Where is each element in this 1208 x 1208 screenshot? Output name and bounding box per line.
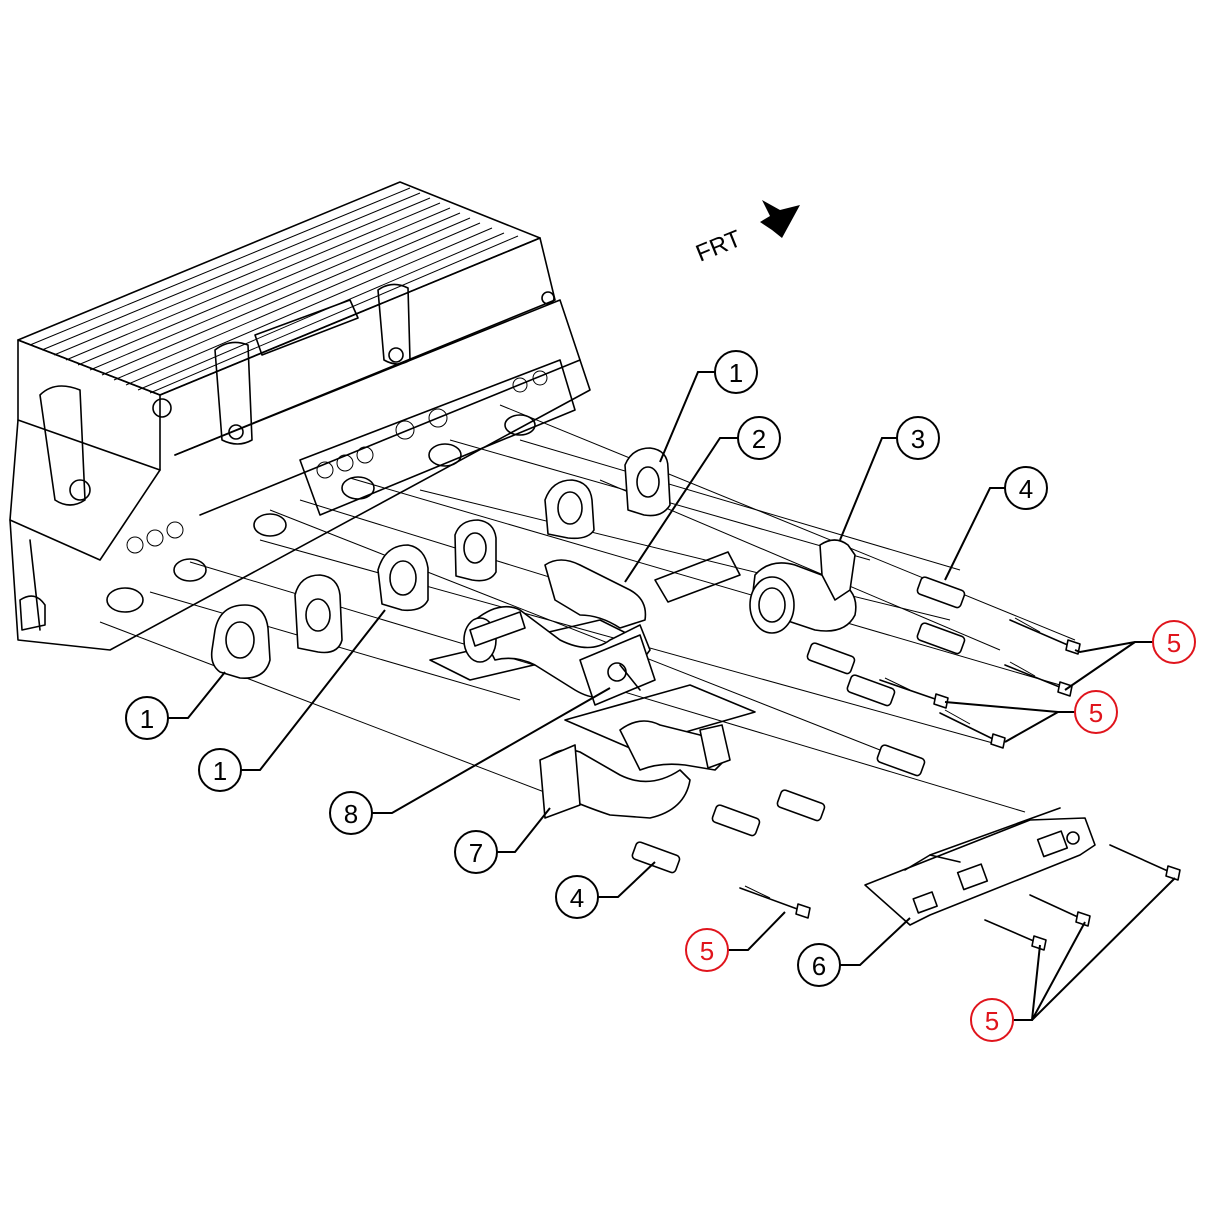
frt-label: FRT	[692, 225, 745, 267]
bolts	[739, 617, 1181, 951]
front-orientation-indicator: FRT	[692, 200, 800, 268]
svg-text:1: 1	[729, 358, 743, 388]
callout-4-bottom: 4	[555, 875, 599, 919]
callout-8: 8	[329, 791, 373, 835]
gasket-group	[210, 447, 671, 679]
svg-text:1: 1	[140, 704, 154, 734]
manifold-front-section	[539, 720, 731, 819]
heat-shield	[864, 807, 1096, 926]
svg-text:4: 4	[1019, 474, 1033, 504]
callout-2: 2	[737, 416, 781, 460]
manifold-center-section	[463, 559, 656, 706]
svg-text:2: 2	[752, 424, 766, 454]
svg-text:8: 8	[344, 799, 358, 829]
callout-1-top: 1	[714, 350, 758, 394]
callout-3: 3	[896, 416, 940, 460]
svg-text:7: 7	[469, 838, 483, 868]
svg-text:4: 4	[570, 883, 584, 913]
callout-1-lower: 1	[198, 748, 242, 792]
callout-bubbles: 1 2 3 4 5 5 1 1	[125, 350, 1196, 1042]
svg-text:5: 5	[700, 936, 714, 966]
callout-5-bottom-left: 5	[685, 928, 729, 972]
arrow-icon	[760, 200, 800, 238]
svg-text:5: 5	[1089, 698, 1103, 728]
callout-5-bottom-right: 5	[970, 998, 1014, 1042]
manifold-rear-section	[749, 539, 857, 634]
callout-1-left: 1	[125, 696, 169, 740]
callout-5-right-middle: 5	[1074, 690, 1118, 734]
svg-text:6: 6	[812, 951, 826, 981]
callout-6: 6	[797, 943, 841, 987]
callout-leader-lines	[168, 371, 1176, 1021]
spacer-sleeves	[631, 576, 966, 874]
svg-text:3: 3	[911, 424, 925, 454]
svg-text:5: 5	[985, 1006, 999, 1036]
svg-text:1: 1	[213, 756, 227, 786]
svg-text:5: 5	[1167, 628, 1181, 658]
callout-7: 7	[454, 830, 498, 874]
callout-5-right-top: 5	[1152, 620, 1196, 664]
callout-4-top: 4	[1004, 466, 1048, 510]
engine-block-illustration	[9, 181, 591, 651]
